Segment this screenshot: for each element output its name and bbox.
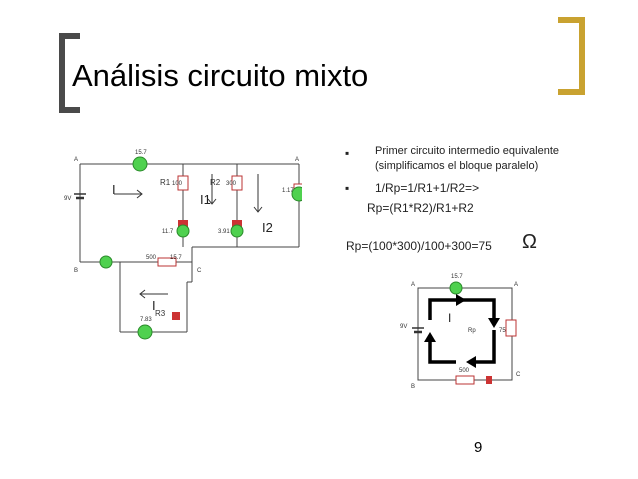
c1-current-i2: I2: [262, 220, 273, 235]
bullet-1-line2: (simplificamos el bloque paralelo): [375, 160, 539, 172]
c2-rp: Rp: [468, 328, 476, 334]
bullet-1-line1: Primer circuito intermedio equivalente: [375, 145, 560, 157]
c1-current-i: I: [112, 182, 116, 197]
c1-current-i1: I1: [200, 192, 211, 207]
page-number: 9: [474, 439, 483, 456]
c1-bottom-meter: 15.7: [170, 255, 182, 261]
bullet-1-marker: ▪: [345, 146, 350, 160]
c2-node-c: C: [516, 372, 521, 378]
c2-current-i: I: [448, 311, 451, 325]
equivalent-circuit-diagram: A A B C 15.7 9V Rp 75 500 I: [400, 274, 521, 390]
omega-symbol: Ω: [522, 231, 537, 253]
c1-r1-label: R1: [160, 178, 171, 187]
c1-node-b: B: [74, 268, 78, 274]
c1-meter-right: 1.17: [282, 188, 294, 194]
c1-node-a-right: A: [295, 157, 299, 163]
c1-r3-label: R3: [155, 309, 166, 318]
c1-current-i-bottom: I: [152, 298, 156, 313]
c1-top-meter: 15.7: [135, 150, 147, 156]
c2-node-a-left: A: [411, 282, 415, 288]
c1-r500: 500: [146, 255, 157, 261]
c1-meter-r2: 3.91: [218, 229, 230, 235]
c1-node-a-left: A: [74, 157, 78, 163]
c1-r2-label: R2: [210, 178, 221, 187]
c1-node-c: C: [197, 268, 202, 274]
slide-title: Análisis circuito mixto: [72, 58, 369, 93]
bullet-1-text: Primer circuito intermedio equivalente (…: [375, 144, 559, 174]
c1-source: 9V: [64, 196, 71, 202]
c2-top-meter: 15.7: [451, 274, 463, 280]
mixed-circuit-diagram: A A B C 9V 15.7 15.7 500 11.7 3.91 1.17 …: [64, 150, 302, 340]
c1-r1-value: 100: [172, 181, 183, 187]
c1-r2-value: 300: [226, 181, 237, 187]
bullet-2-line2: Rp=(R1*R2)/R1+R2: [367, 201, 474, 215]
formula-text: Rp=(100*300)/100+300=75: [346, 239, 492, 253]
c2-node-a-right: A: [514, 282, 518, 288]
c2-source: 9V: [400, 324, 407, 330]
bullet-2-line1: 1/Rp=1/R1+1/R2=>: [375, 181, 480, 195]
bullet-2-marker: ▪: [345, 181, 350, 195]
c2-r75: 75: [499, 328, 506, 334]
c2-node-b: B: [411, 384, 415, 390]
c1-meter-bottom: 7.83: [140, 317, 152, 323]
c2-r500: 500: [459, 368, 470, 374]
c1-meter-r1: 11.7: [162, 229, 174, 235]
